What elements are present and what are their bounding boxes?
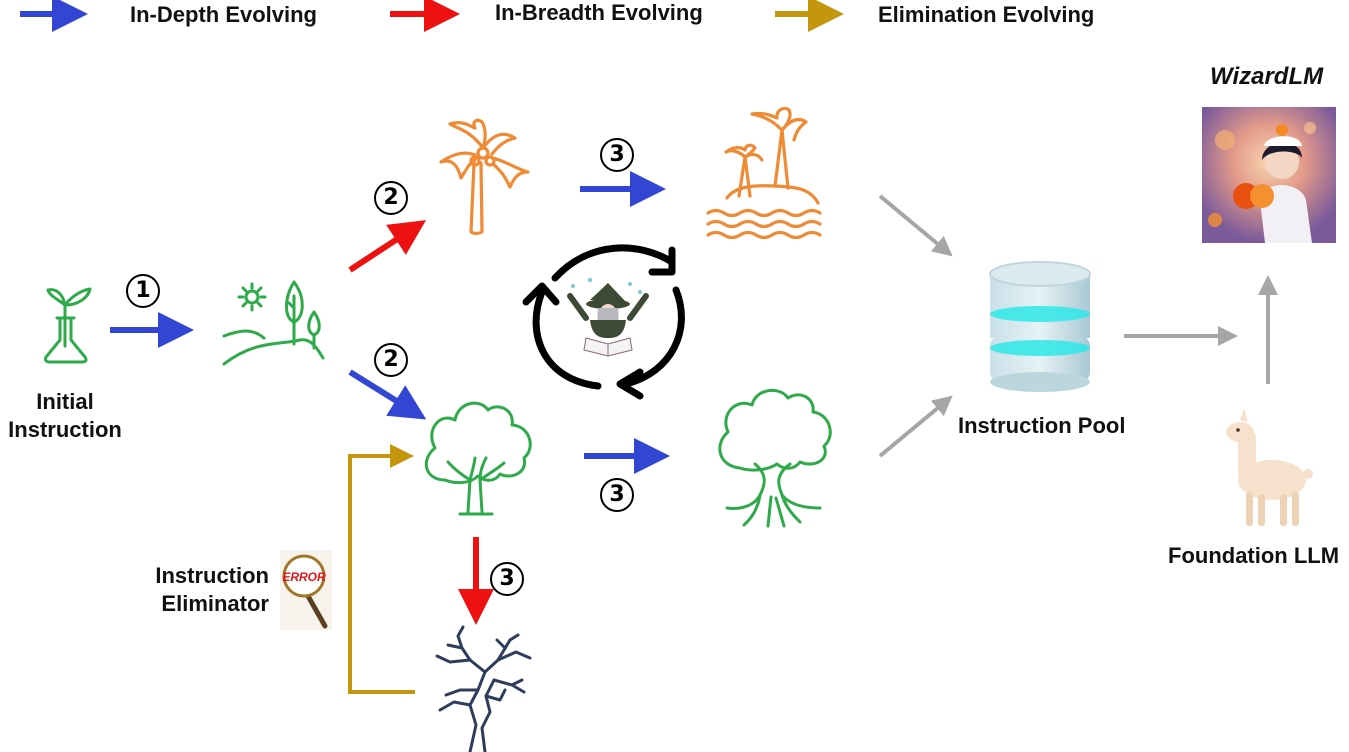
step-badge-2-breadth: 2	[374, 181, 408, 215]
alpaca-icon	[1226, 408, 1313, 526]
cycle-arrow-right	[622, 286, 685, 388]
foundation-llm-label: Foundation LLM	[1168, 543, 1340, 568]
island-icon	[706, 106, 822, 240]
arrow-island-to-pool	[878, 194, 953, 257]
instruction-eliminator-label-line2: Eliminator	[161, 591, 269, 616]
cycle-arrow-left	[532, 288, 602, 390]
wizard-portrait-icon	[1202, 107, 1336, 243]
arrow-step2-in-breadth	[348, 220, 427, 273]
wizard-figure	[567, 278, 649, 357]
step-badge-2-depth: 2	[374, 343, 408, 377]
cycle-arrow-top	[551, 244, 676, 282]
tree-icon	[424, 401, 532, 516]
plant-flask-icon	[44, 287, 92, 364]
initial-instruction-label: Initial Instruction	[8, 388, 122, 444]
wizardlm-title: WizardLM	[1210, 63, 1324, 90]
database-icon	[989, 261, 1091, 392]
step-badge-3-island: 3	[600, 138, 634, 172]
instruction-eliminator-label-line1: Instruction	[155, 563, 269, 588]
arrow-elimination-path	[348, 444, 415, 694]
arrow-rooted-to-pool	[878, 395, 953, 458]
legend-label-in-breadth: In-Breadth Evolving	[495, 0, 703, 25]
sun-landscape-icon	[222, 280, 325, 366]
instruction-eliminator-label: Instruction Eliminator	[147, 562, 269, 618]
arrow-step2-in-depth	[348, 369, 427, 420]
initial-instruction-label-line1: Initial	[36, 389, 94, 414]
dead-tree-icon	[435, 625, 532, 752]
step-badge-3-eliminate: 3	[490, 562, 524, 596]
rooted-tree-icon	[718, 388, 832, 528]
step-badge-1: 1	[126, 274, 160, 308]
instruction-pool-label: Instruction Pool	[958, 413, 1126, 438]
wizard-cycle-icon	[522, 244, 685, 400]
legend-label-in-depth: In-Depth Evolving	[130, 2, 317, 27]
palm-tree-icon	[439, 118, 530, 236]
error-text: ERROR	[282, 570, 326, 584]
step-badge-3-rooted: 3	[600, 478, 634, 512]
legend-label-elimination: Elimination Evolving	[878, 2, 1095, 27]
magnifier-error-icon: ERROR	[280, 550, 332, 630]
initial-instruction-label-line2: Instruction	[8, 417, 122, 442]
